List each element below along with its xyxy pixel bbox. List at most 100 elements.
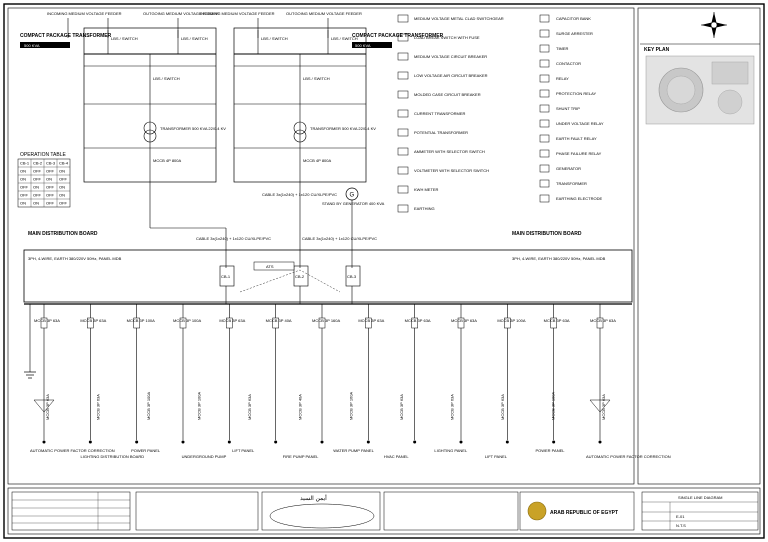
op-table-cell: ON bbox=[33, 185, 39, 190]
left-compact-size-bg bbox=[20, 42, 70, 48]
legend-item: AMMETER WITH SELECTOR SWITCH bbox=[414, 149, 485, 154]
revision-table bbox=[11, 491, 131, 531]
legend-symbol bbox=[397, 52, 409, 61]
legend-symbol bbox=[397, 185, 409, 194]
op-table-header: CB-1 bbox=[20, 161, 30, 166]
legend-symbol bbox=[539, 179, 550, 188]
side-panel-border bbox=[637, 7, 761, 485]
legend-symbol bbox=[397, 109, 409, 118]
legend-symbol bbox=[539, 104, 550, 113]
drawing-area-border bbox=[7, 7, 635, 485]
op-table-cell: ON bbox=[46, 177, 52, 182]
legend-right-item: CONTACTOR bbox=[556, 61, 581, 66]
feeder-termination bbox=[227, 440, 231, 444]
op-table-header: CB-2 bbox=[33, 161, 43, 166]
legend-symbol bbox=[397, 147, 409, 156]
cb1-box bbox=[219, 265, 235, 287]
legend-symbol bbox=[397, 204, 409, 213]
op-table-cell: OFF bbox=[20, 193, 29, 198]
key-plan-image bbox=[645, 55, 755, 125]
legend-symbol bbox=[539, 164, 550, 173]
feeder-breaker-label: MCCB 3P 63A bbox=[405, 318, 431, 323]
right-rmu-sw-1: LBS / SWITCH bbox=[261, 36, 288, 41]
op-table-cell: OFF bbox=[59, 177, 68, 182]
op-table-cell: OFF bbox=[46, 201, 55, 206]
load-label: UNDERGROUND PUMP bbox=[182, 454, 227, 459]
load-label: HVAC PANEL bbox=[384, 454, 410, 459]
legend-symbol bbox=[539, 89, 550, 98]
legend-symbol bbox=[539, 44, 550, 53]
legend-item: MEDIUM VOLTAGE CIRCUIT BREAKER bbox=[414, 54, 487, 59]
designer-name: أيمن السيد bbox=[300, 493, 327, 502]
op-table-cell: OFF bbox=[59, 201, 68, 206]
load-label: LIGHTING DISTRIBUTION BOARD bbox=[81, 454, 145, 459]
legend-right-item: SURGE ARRESTER bbox=[556, 31, 593, 36]
drawing-info-block bbox=[641, 491, 759, 531]
client-block bbox=[519, 491, 635, 531]
right-rmu-sw-2: LBS / SWITCH bbox=[331, 36, 358, 41]
legend-right-item: GENERATOR bbox=[556, 166, 581, 171]
feeder-breaker-label: MCCB 3P 63A bbox=[358, 318, 384, 323]
feeder-breaker-label: MCCB 3P 63A bbox=[219, 318, 245, 323]
right-rmu-sw-3: LBS / SWITCH bbox=[303, 76, 330, 81]
feeder-breaker-label: MCCB 3P 63A bbox=[451, 318, 477, 323]
legend-item: KWH METER bbox=[414, 187, 439, 192]
designer-stamp bbox=[269, 503, 375, 529]
cb2-label: CB-2 bbox=[295, 274, 305, 279]
feeder-breaker-label: MCCB 3P 160A bbox=[312, 318, 340, 323]
cb2-box bbox=[293, 265, 309, 287]
op-table-cell: OFF bbox=[46, 169, 55, 174]
op-table-cell: OFF bbox=[33, 193, 42, 198]
right-compact-substation: INCOMING MEDIUM VOLTAGE FEEDER OUTGOING … bbox=[200, 11, 444, 183]
feeder-termination bbox=[135, 440, 139, 444]
op-table-cell: OFF bbox=[46, 193, 55, 198]
legend-symbol bbox=[539, 149, 550, 158]
feeder-breaker-label: MCCB 3P 63A bbox=[80, 318, 106, 323]
right-transformer-secondary bbox=[293, 129, 307, 143]
feeder-termination bbox=[42, 440, 46, 444]
feeder-termination bbox=[598, 440, 602, 444]
consultant-block bbox=[383, 491, 519, 531]
mdb-enclosure bbox=[23, 249, 633, 303]
key-plan-title: KEY PLAN bbox=[644, 47, 670, 53]
cable-size-label: MCCB 3P 63A bbox=[449, 394, 454, 420]
legend-symbol bbox=[397, 33, 409, 42]
cable-right-label: CABLE 3x(1x240) + 1x120 CU/XLPE/PVC bbox=[302, 236, 377, 241]
cable-left-label: CABLE 3x(1x240) + 1x120 CU/XLPE/PVC bbox=[262, 192, 337, 197]
load-label: POWER PANEL bbox=[131, 448, 161, 453]
cable-size-label: MCCB 3P 63A bbox=[247, 394, 252, 420]
legend-symbol bbox=[539, 14, 550, 23]
right-feeder-out-label: OUTGOING MEDIUM VOLTAGE FEEDER bbox=[286, 11, 362, 16]
op-table-cell: ON bbox=[33, 201, 39, 206]
op-table-cell: OFF bbox=[20, 185, 29, 190]
legend-symbol bbox=[397, 71, 409, 80]
title-block: أيمن السيد ARAB REPUBLIC OF EGYPT SINGLE… bbox=[11, 491, 759, 531]
cable-size-label: MCCB 3P 40A bbox=[298, 394, 303, 420]
legend-right-item: TRANSFORMER bbox=[556, 181, 587, 186]
legend-item: VOLTMETER WITH SELECTOR SWITCH bbox=[414, 168, 489, 173]
legend-item: MEDIUM VOLTAGE METAL CLAD SWITCHGEAR bbox=[414, 16, 504, 21]
legend-right-item: EARTH FAULT RELAY bbox=[556, 136, 597, 141]
load-label: AUTOMATIC POWER FACTOR CORRECTION bbox=[30, 448, 115, 453]
load-label: WATER PUMP PANEL bbox=[333, 448, 374, 453]
legend-symbol bbox=[397, 14, 409, 23]
load-labels: AUTOMATIC POWER FACTOR CORRECTION MCCB 3P… bbox=[30, 392, 671, 459]
legend-symbol bbox=[539, 74, 550, 83]
panel-left-title: MAIN DISTRIBUTION BOARD bbox=[28, 231, 98, 237]
legend-right-item: PROTECTION RELAY bbox=[556, 91, 596, 96]
left-feeder-in-label: INCOMING MEDIUM VOLTAGE FEEDER bbox=[47, 11, 122, 16]
cable-size-label: MCCB 3P 63A bbox=[45, 394, 50, 420]
cable-size-label: MCCB 3P 63A bbox=[96, 394, 101, 420]
legend-item: LOAD BREAK SWITCH WITH FUSE bbox=[414, 35, 480, 40]
cb3-box bbox=[345, 265, 361, 287]
drawing-title: SINGLE LINE DIAGRAM bbox=[678, 495, 722, 500]
generator-letter: G bbox=[350, 193, 355, 199]
load-label: FIRE PUMP PANEL bbox=[283, 454, 319, 459]
op-table-cell: ON bbox=[20, 201, 26, 206]
legend-item: LOW VOLTAGE AIR CIRCUIT BREAKER bbox=[414, 73, 488, 78]
cb1-label: CB-1 bbox=[221, 274, 231, 279]
left-compact-size: 500 KVA bbox=[24, 43, 40, 48]
legend-symbol bbox=[397, 90, 409, 99]
